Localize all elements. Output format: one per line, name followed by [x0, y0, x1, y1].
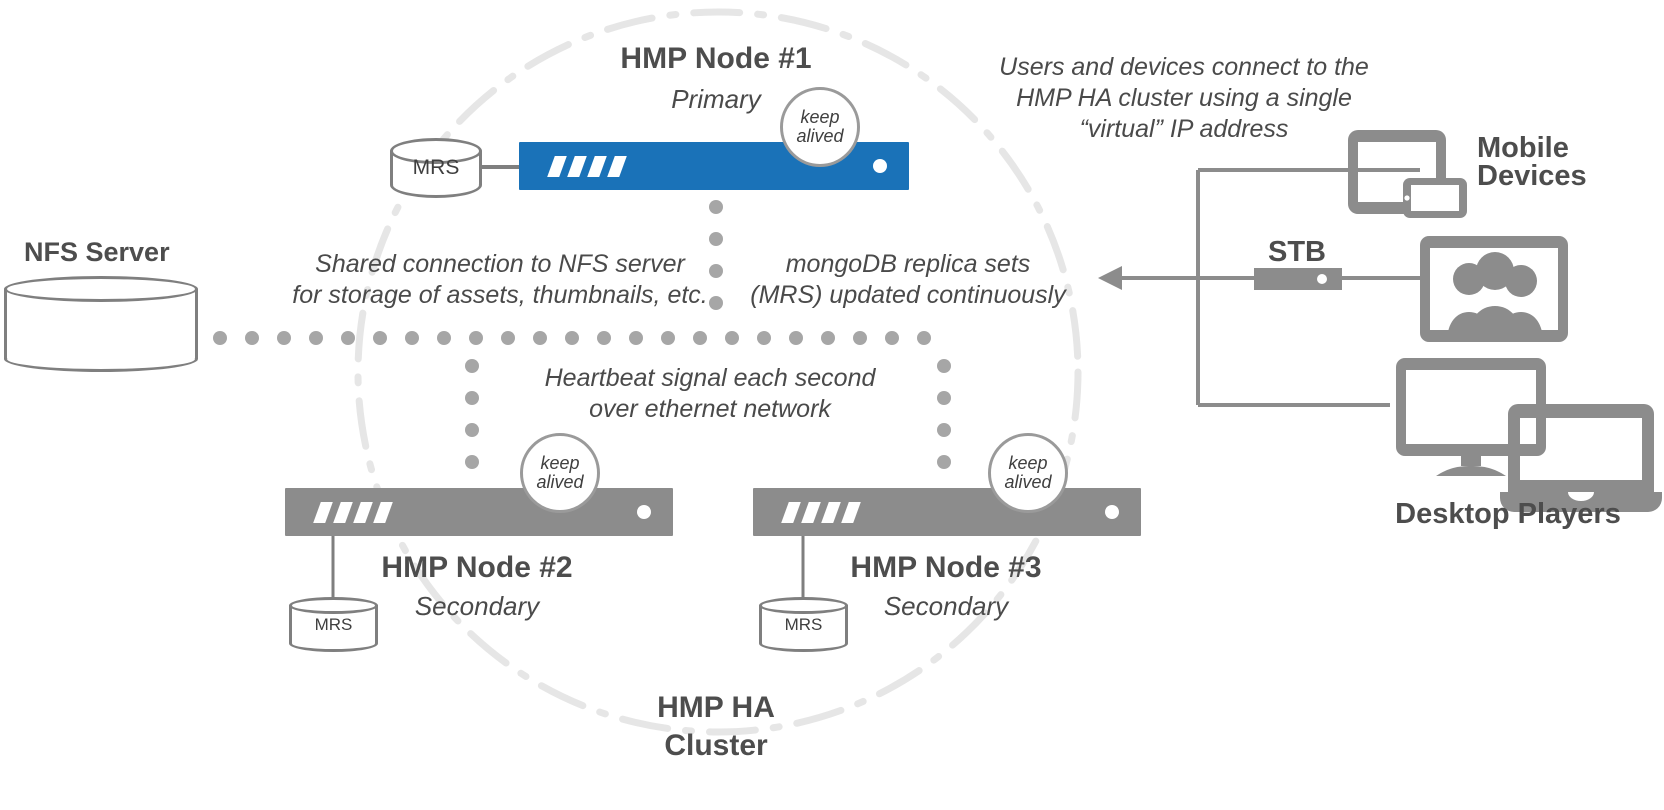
- node1-title: HMP Node #1: [620, 42, 812, 75]
- virtual-ip-arrowhead: [1098, 266, 1122, 290]
- laptop-icon: [1500, 404, 1662, 512]
- node1-mrs-label: MRS: [412, 156, 460, 179]
- replication-dots-node1: [709, 200, 723, 310]
- keepalived-line1: keep: [540, 453, 580, 473]
- node1-keepalived-badge: keep alived: [780, 87, 860, 167]
- node2-keepalived-badge: keep alived: [520, 433, 600, 513]
- nfs-dotted-bus: [213, 331, 931, 345]
- node2-mrs-cylinder: MRS: [289, 597, 378, 652]
- cylinder-top: [289, 597, 378, 614]
- virtual-ip-note-line1: Users and devices connect to the: [999, 53, 1369, 81]
- cylinder-top: [4, 276, 198, 302]
- cluster-label-line2: Cluster: [664, 729, 768, 762]
- set-top-box-icon: [1254, 268, 1342, 290]
- virtual-ip-note-line3: “virtual” IP address: [1079, 115, 1289, 143]
- keepalived-line2: alived: [536, 472, 584, 492]
- heartbeat-note-line2: over ethernet network: [589, 395, 831, 423]
- node2-role: Secondary: [414, 591, 540, 621]
- desktop-monitor-icon: [1396, 358, 1546, 476]
- cylinder-top: [390, 138, 482, 164]
- node3-keepalived-badge: keep alived: [988, 433, 1068, 513]
- vent-slots-icon: [781, 502, 863, 523]
- node3-mrs-label: MRS: [784, 614, 823, 634]
- node2-mrs-label: MRS: [314, 614, 353, 634]
- status-led-icon: [1105, 505, 1119, 519]
- keepalived-line1: keep: [800, 107, 840, 127]
- keepalived-line2: alived: [1004, 472, 1052, 492]
- vent-slots-icon: [547, 156, 629, 177]
- replication-dots-node3: [937, 359, 951, 469]
- node3-role: Secondary: [883, 591, 1009, 621]
- cluster-label-line1: HMP HA: [657, 691, 775, 724]
- status-led-icon: [637, 505, 651, 519]
- status-led-icon: [873, 159, 887, 173]
- mobile-devices-label-line2: Devices: [1477, 160, 1587, 192]
- vent-slots-icon: [313, 502, 395, 523]
- mobile-devices-label-line1: Mobile: [1477, 132, 1569, 164]
- nfs-server-label: NFS Server: [24, 237, 170, 267]
- nfs-server-cylinder: [4, 276, 198, 372]
- node2-title: HMP Node #2: [381, 551, 573, 584]
- node2-server-appliance[interactable]: [285, 488, 673, 536]
- node1-role: Primary: [671, 84, 761, 114]
- replication-dots-node2: [465, 359, 479, 469]
- cylinder-top: [759, 597, 848, 614]
- mongo-note-line2: (MRS) updated continuously: [750, 281, 1066, 309]
- desktop-players-label: Desktop Players: [1395, 498, 1621, 530]
- keepalived-line2: alived: [796, 126, 844, 146]
- shared-nfs-note-line2: for storage of assets, thumbnails, etc.: [292, 281, 708, 309]
- mobile-devices-icon: [1348, 130, 1467, 218]
- node1-mrs-cylinder: MRS: [390, 138, 482, 198]
- heartbeat-note-line1: Heartbeat signal each second: [544, 364, 876, 392]
- tv-viewers-icon: [1420, 236, 1568, 342]
- node3-server-appliance[interactable]: [753, 488, 1141, 536]
- node3-mrs-cylinder: MRS: [759, 597, 848, 652]
- mongo-note-line1: mongoDB replica sets: [785, 250, 1031, 278]
- node3-title: HMP Node #3: [850, 551, 1042, 584]
- keepalived-line1: keep: [1008, 453, 1048, 473]
- cylinder-body: [4, 289, 198, 359]
- virtual-ip-note-line2: HMP HA cluster using a single: [1016, 84, 1352, 112]
- shared-nfs-note-line1: Shared connection to NFS server: [315, 250, 685, 278]
- stb-label: STB: [1268, 236, 1326, 268]
